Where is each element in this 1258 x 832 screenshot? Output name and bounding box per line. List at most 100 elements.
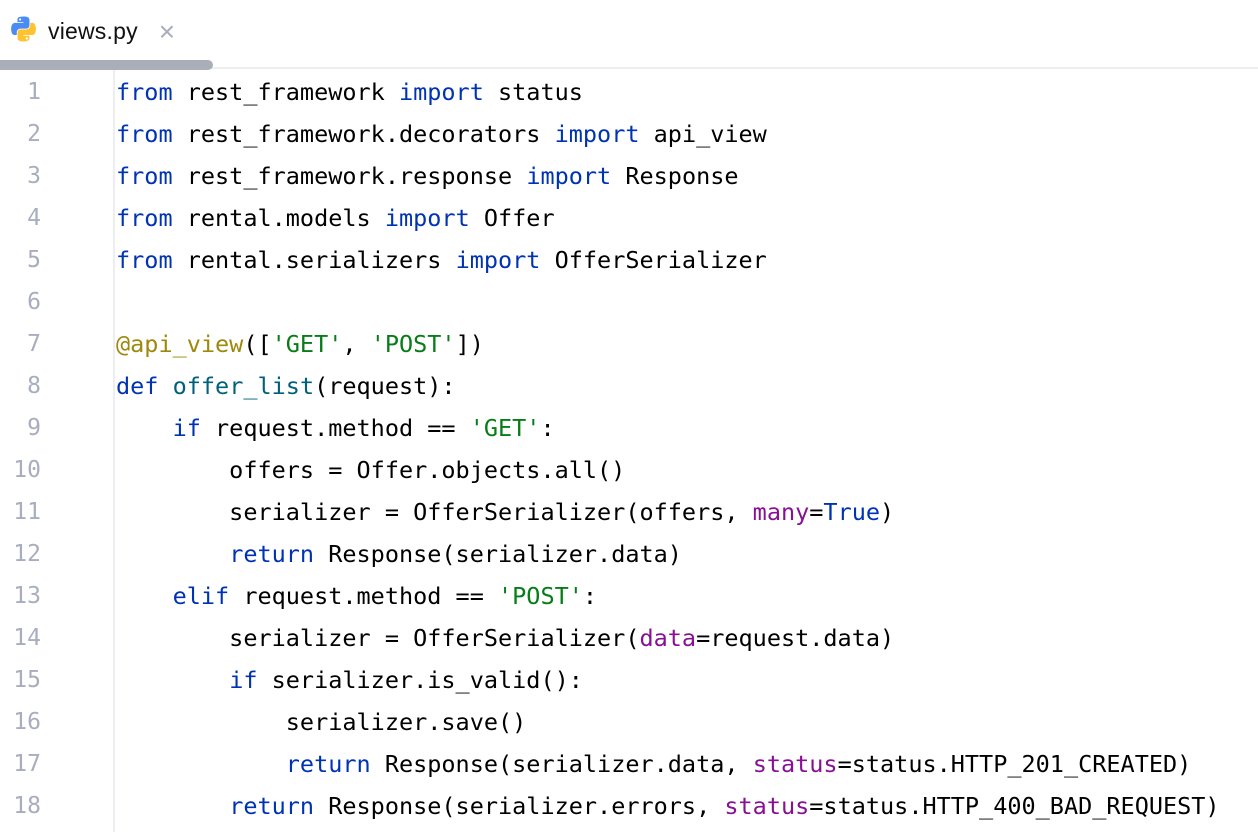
code-line[interactable]: elif request.method == 'POST': bbox=[116, 575, 1258, 617]
code-token-kw: return bbox=[229, 792, 315, 820]
code-line[interactable]: return Response(serializer.data) bbox=[116, 533, 1258, 575]
code-line[interactable]: from rest_framework.decorators import ap… bbox=[116, 113, 1258, 155]
code-token-pl: Offer bbox=[469, 204, 555, 232]
code-token-pl: =status.HTTP_201_CREATED) bbox=[837, 750, 1192, 778]
code-line[interactable]: if serializer.is_valid(): bbox=[116, 659, 1258, 701]
tab-title: views.py bbox=[48, 18, 138, 44]
code-line[interactable]: from rental.serializers import OfferSeri… bbox=[116, 239, 1258, 281]
line-number[interactable]: 4 bbox=[27, 205, 41, 231]
code-token-kw: def bbox=[116, 372, 159, 400]
line-number[interactable]: 2 bbox=[27, 121, 41, 147]
code-token-pl: rest_framework bbox=[172, 78, 399, 106]
code-line[interactable]: return Response(serializer.errors, statu… bbox=[116, 785, 1258, 827]
code-line[interactable]: @api_view(['GET', 'POST']) bbox=[116, 323, 1258, 365]
code-line[interactable]: offers = Offer.objects.all() bbox=[116, 449, 1258, 491]
line-number[interactable]: 17 bbox=[13, 751, 41, 777]
code-token-pl: request.method == bbox=[229, 582, 499, 610]
code-token-kw: elif bbox=[172, 582, 230, 610]
code-token-fn: offer_list bbox=[172, 372, 315, 400]
line-number[interactable]: 5 bbox=[27, 247, 41, 273]
code-token-pl: Response(serializer.data) bbox=[314, 540, 682, 568]
code-line[interactable]: from rental.models import Offer bbox=[116, 197, 1258, 239]
code-line[interactable]: from rest_framework import status bbox=[116, 71, 1258, 113]
code-token-pl: ]) bbox=[455, 330, 484, 358]
code-token-pl: , bbox=[342, 330, 371, 358]
code-token-kw: if bbox=[172, 414, 201, 442]
line-number[interactable]: 18 bbox=[13, 793, 41, 819]
code-line[interactable]: if request.method == 'GET': bbox=[116, 407, 1258, 449]
code-token-kw: import bbox=[398, 78, 484, 106]
code-line[interactable]: from rest_framework.response import Resp… bbox=[116, 155, 1258, 197]
code-token-pl: OfferSerializer bbox=[540, 246, 767, 274]
line-number[interactable]: 6 bbox=[27, 289, 41, 315]
code-line[interactable] bbox=[116, 281, 1258, 323]
active-tab-underline bbox=[0, 60, 213, 70]
code-token-kw: import bbox=[526, 162, 612, 190]
code-line[interactable]: serializer.save() bbox=[116, 701, 1258, 743]
code-token-pl: =status.HTTP_400_BAD_REQUEST) bbox=[809, 792, 1220, 820]
tab-views-py[interactable]: views.py × bbox=[0, 0, 197, 67]
code-token-pl: serializer.save() bbox=[116, 708, 527, 736]
line-number[interactable]: 7 bbox=[27, 331, 41, 357]
code-token-pl: rental.models bbox=[172, 204, 385, 232]
code-token-kw: from bbox=[116, 246, 173, 274]
code-line[interactable]: serializer = OfferSerializer(data=reques… bbox=[116, 617, 1258, 659]
code-token-pl: status bbox=[483, 78, 583, 106]
code-token-pl: ) bbox=[880, 498, 895, 526]
line-number[interactable]: 11 bbox=[13, 499, 41, 525]
code-token-kw: if bbox=[229, 666, 258, 694]
code-token-pl bbox=[116, 540, 229, 568]
line-number[interactable]: 16 bbox=[13, 709, 41, 735]
editor-tab-bar: views.py × bbox=[0, 0, 1258, 70]
code-token-pl: rest_framework.response bbox=[172, 162, 527, 190]
code-token-kw: from bbox=[116, 78, 173, 106]
code-token-pl: : bbox=[540, 414, 555, 442]
code-token-pl: =request.data) bbox=[696, 624, 895, 652]
code-token-pl: offers = Offer.objects.all() bbox=[116, 456, 626, 484]
code-line[interactable]: serializer = OfferSerializer(offers, man… bbox=[116, 491, 1258, 533]
code-token-pl: serializer = OfferSerializer(offers, bbox=[116, 498, 753, 526]
code-token-pl bbox=[116, 750, 286, 778]
code-token-pl bbox=[116, 666, 229, 694]
code-line[interactable]: return Response(serializer.data, status=… bbox=[116, 743, 1258, 785]
code-token-pl: serializer = OfferSerializer( bbox=[116, 624, 640, 652]
line-number[interactable]: 9 bbox=[27, 415, 41, 441]
line-number[interactable]: 1 bbox=[27, 79, 41, 105]
code-token-str: 'GET' bbox=[271, 330, 343, 358]
code-token-pl: ([ bbox=[243, 330, 272, 358]
code-token-pl: Response(serializer.data, bbox=[370, 750, 753, 778]
line-number[interactable]: 13 bbox=[13, 583, 41, 609]
line-number[interactable]: 15 bbox=[13, 667, 41, 693]
code-token-pl: request.method == bbox=[200, 414, 470, 442]
line-number[interactable]: 12 bbox=[13, 541, 41, 567]
code-token-pl: Response(serializer.errors, bbox=[314, 792, 725, 820]
code-token-pl: api_view bbox=[639, 120, 767, 148]
code-token-kwarg: many bbox=[752, 498, 810, 526]
line-number[interactable]: 10 bbox=[13, 457, 41, 483]
code-token-kwarg: data bbox=[639, 624, 697, 652]
tab-close-icon[interactable]: × bbox=[158, 15, 176, 47]
code-token-str: 'GET' bbox=[469, 414, 541, 442]
line-number[interactable]: 3 bbox=[27, 163, 41, 189]
code-token-kw: import bbox=[455, 246, 541, 274]
code-token-kw: from bbox=[116, 120, 173, 148]
code-token-pl: Response bbox=[611, 162, 739, 190]
line-number[interactable]: 8 bbox=[27, 373, 41, 399]
code-token-kwarg: status bbox=[752, 750, 838, 778]
line-number[interactable]: 14 bbox=[13, 625, 41, 651]
code-token-kw: from bbox=[116, 162, 173, 190]
code-token-pl: rental.serializers bbox=[172, 246, 456, 274]
code-token-pl: (request): bbox=[314, 372, 456, 400]
code-token-str: 'POST' bbox=[498, 582, 583, 610]
code-token-pl: : bbox=[582, 582, 598, 610]
code-token-pl: rest_framework.decorators bbox=[172, 120, 555, 148]
code-token-kw: from bbox=[116, 204, 173, 232]
code-token-kw: import bbox=[384, 204, 470, 232]
code-token-pl: = bbox=[809, 498, 824, 526]
code-line[interactable]: def offer_list(request): bbox=[116, 365, 1258, 407]
code-token-kw: import bbox=[554, 120, 640, 148]
python-file-icon bbox=[8, 16, 39, 47]
